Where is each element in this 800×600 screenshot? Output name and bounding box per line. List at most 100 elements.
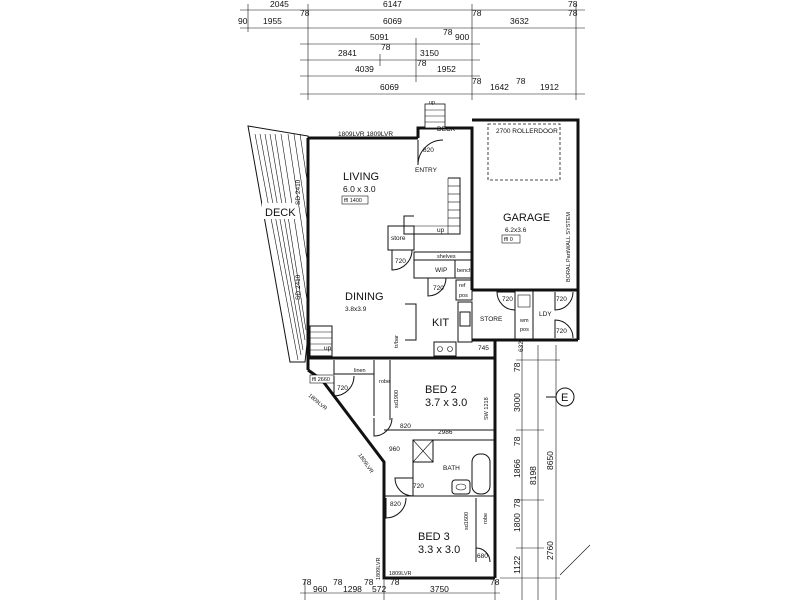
dim-632: 632 [518, 341, 525, 352]
living-size: 6.0 x 3.0 [343, 184, 376, 194]
rollerdoor-outline [487, 123, 561, 181]
deck-area: DECK SD 2410 SD 2410 [247, 125, 309, 363]
store-door-720: 720 [502, 296, 513, 303]
store-door: 720 [391, 249, 413, 271]
garage-size: 6.2x3.6 [505, 227, 527, 234]
entry-door: 820 [417, 139, 444, 166]
rollerdoor-label: 2700 ROLLERDOOR [496, 128, 558, 135]
bed3-label: BED 3 [418, 531, 450, 543]
ldy-door-720-top: 720 [556, 296, 567, 303]
svg-text:wm: wm [519, 318, 529, 324]
elevation-marker: E [546, 387, 575, 407]
stair-up-label: up [437, 227, 445, 234]
svg-text:3750: 3750 [430, 584, 449, 594]
fridge-space: ref pos [455, 279, 473, 301]
dim-745: 745 [478, 345, 489, 352]
svg-text:78: 78 [364, 577, 374, 587]
bed2-size: 3.7 x 3.0 [425, 397, 467, 409]
svg-text:720: 720 [337, 385, 348, 392]
top-dimensions [240, 4, 585, 100]
lvr-label-2: 1809LVR [356, 453, 374, 475]
right-dimensions [500, 345, 591, 600]
lower-stairs [309, 325, 333, 357]
svg-text:720: 720 [433, 285, 444, 292]
svg-text:820: 820 [400, 423, 411, 430]
sd1600-label: sd1600 [464, 512, 470, 530]
entry-deck: up DECK [424, 100, 456, 133]
dim-2841: 2841 [338, 48, 357, 58]
garage-label: GARAGE [503, 212, 550, 224]
dim-78: 78 [300, 8, 310, 18]
entry-label: ENTRY [415, 167, 438, 174]
dim-900: 900 [455, 32, 469, 42]
svg-text:2760: 2760 [545, 541, 555, 560]
right-dimension-labels: 3000 78 1866 78 8198 8650 1800 78 1122 2… [512, 362, 555, 574]
dining-size: 3.8x3.9 [345, 306, 367, 313]
svg-text:1866: 1866 [512, 459, 522, 478]
deck-label: DECK [265, 207, 296, 219]
svg-text:78: 78 [390, 577, 400, 587]
sd1900-label: sd1900 [394, 390, 400, 408]
dim-78: 78 [568, 0, 578, 9]
kitchen: tr/bar KIT [394, 301, 473, 357]
bottom-dimension-labels: 78 960 78 1298 78 572 78 3750 78 [302, 577, 500, 594]
dim-6069: 6069 [380, 82, 399, 92]
garage-ffl-tag: ffl 0 [501, 234, 521, 244]
bed3-door: 820 [384, 495, 413, 519]
partywall-label: BORAL PartiWALL SYSTEM [566, 212, 572, 282]
bed3-size: 3.3 x 3.0 [418, 544, 460, 556]
svg-text:720: 720 [413, 483, 424, 490]
pantry-door: 720 [427, 277, 447, 297]
bath-door: 720 [394, 477, 424, 497]
bed3-robe: sd1600 robe 680 [464, 498, 491, 563]
dim-78: 78 [568, 8, 578, 18]
svg-text:BATH: BATH [443, 465, 460, 472]
dim-1952: 1952 [437, 64, 456, 74]
svg-text:8650: 8650 [545, 451, 555, 470]
dim-3632: 3632 [510, 16, 529, 26]
store-cupboard: store [387, 225, 415, 251]
svg-text:78: 78 [490, 577, 500, 587]
dim-6147: 6147 [383, 0, 402, 9]
svg-text:1122: 1122 [512, 555, 522, 574]
dim-78: 78 [443, 27, 453, 37]
kit-label: KIT [432, 317, 449, 329]
sd-2410-lower: SD 2410 [295, 274, 302, 300]
bottom-dimensions [300, 580, 500, 600]
bathroom: BATH [412, 439, 496, 497]
sw1218-label: SW 1218 [484, 397, 490, 420]
svg-text:8198: 8198 [528, 466, 538, 485]
dim-78: 78 [472, 76, 482, 86]
svg-text:ffl 2660: ffl 2660 [312, 377, 330, 383]
sd-2410-upper: SD 2410 [295, 179, 302, 205]
entry-deck-label: DECK [437, 126, 456, 133]
svg-text:78: 78 [333, 577, 343, 587]
svg-text:E: E [561, 392, 568, 404]
svg-text:960: 960 [313, 584, 327, 594]
svg-text:ffl 0: ffl 0 [504, 237, 513, 243]
dim-1912: 1912 [540, 82, 559, 92]
dim-78: 78 [516, 76, 526, 86]
lvr-label-4: 1809LVR [389, 571, 412, 577]
lvr-label-3: 1809LVR [376, 557, 382, 580]
linen-robe: linen robe sd1900 [333, 360, 400, 420]
svg-text:STORE: STORE [480, 316, 503, 323]
entry-up-label: up [429, 100, 435, 106]
svg-text:ffl 1400: ffl 1400 [344, 198, 362, 204]
dim-6069: 6069 [383, 16, 402, 26]
living-label: LIVING [343, 171, 379, 183]
svg-text:572: 572 [372, 584, 386, 594]
svg-text:linen: linen [354, 368, 366, 374]
svg-text:robe: robe [483, 513, 489, 524]
dining-label: DINING [345, 291, 384, 303]
wip-label: WIP [435, 267, 447, 274]
pantry: shelves WIP bench [413, 251, 473, 279]
lower-up-label: up [324, 345, 332, 352]
dim-2045: 2045 [270, 0, 289, 9]
living-ffl-tag: ffl 1400 [341, 195, 369, 205]
trbar-label: tr/bar [394, 335, 400, 348]
svg-text:78: 78 [512, 362, 522, 372]
svg-text:1800: 1800 [512, 513, 522, 532]
dim-1955: 1955 [263, 16, 282, 26]
